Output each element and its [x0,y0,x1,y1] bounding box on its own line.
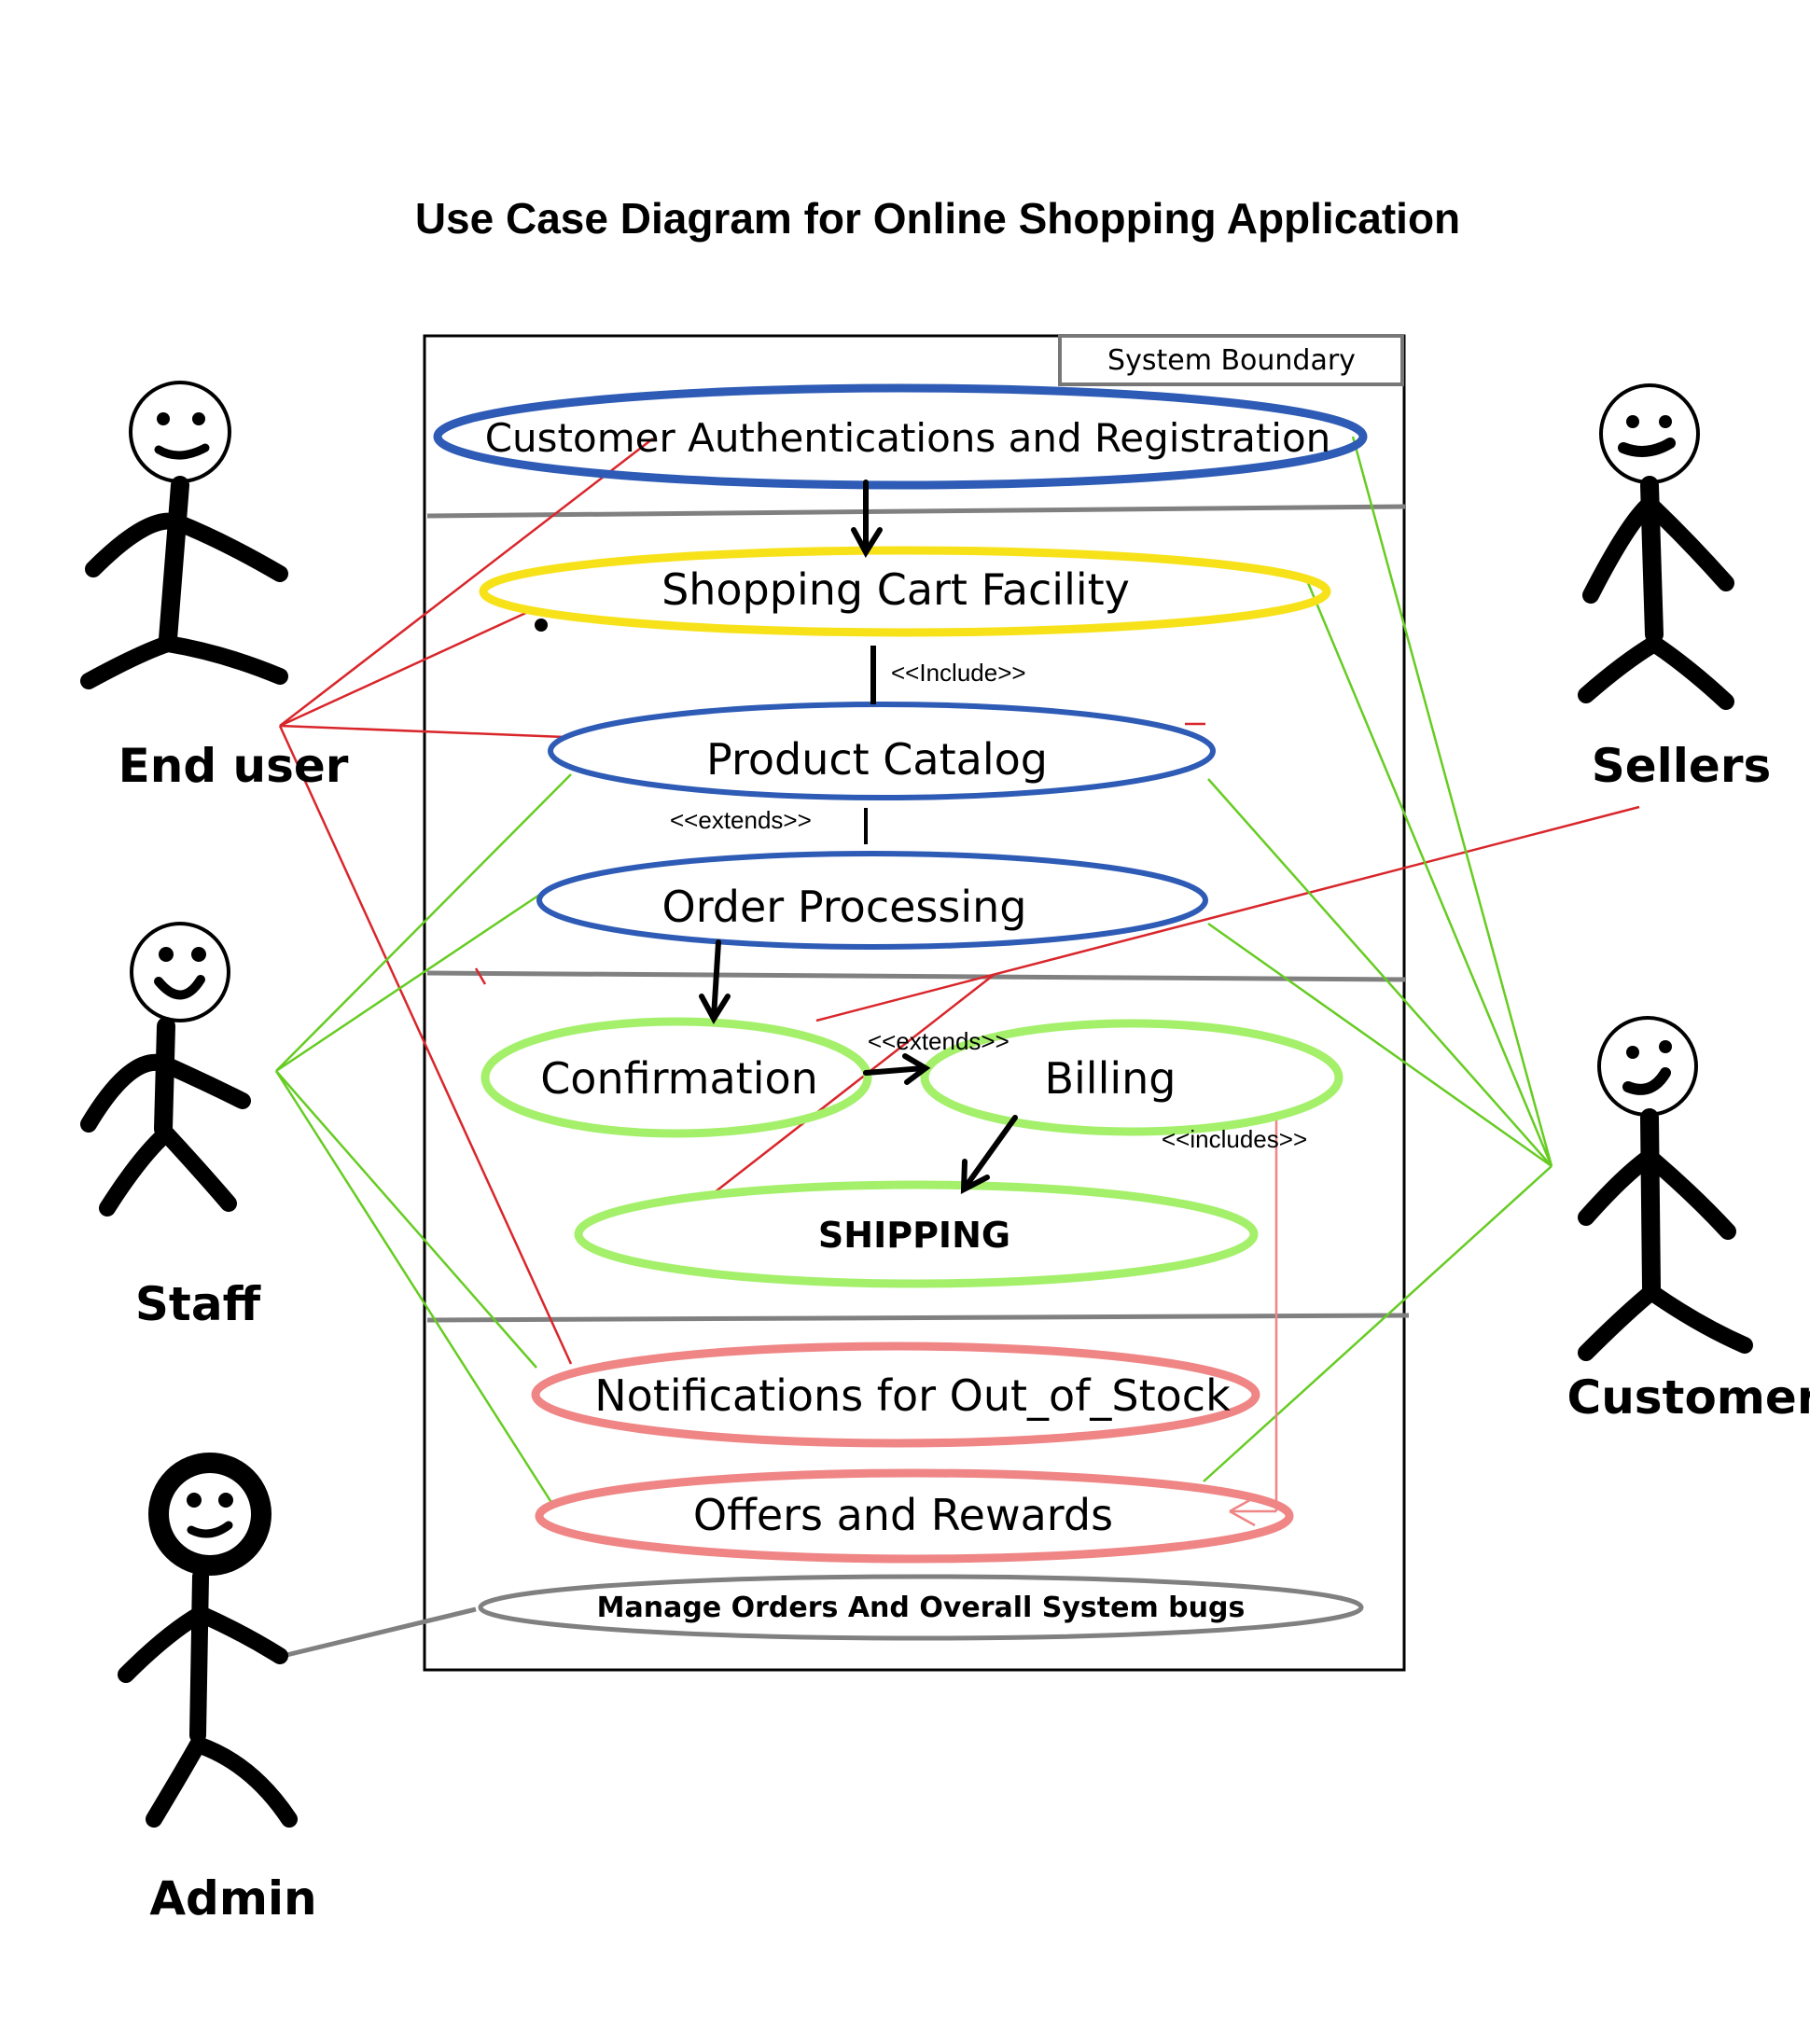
use-case-catalog[interactable]: Product Catalog [548,702,1216,800]
use-case-shipping-label: SHIPPING [818,1215,1010,1256]
auth-to-cart-arrow [851,480,883,558]
customer-associations [1203,436,1553,1482]
order-to-confirmation-arrow [699,939,731,1024]
system-boundary [423,334,1406,1672]
actor-staff-label: Staff [135,1277,261,1331]
actor-sellers[interactable]: Sellers [1578,383,1772,793]
stereotype-extends-catalog: <<extends>> [670,806,812,834]
use-case-order[interactable]: Order Processing [536,851,1208,950]
use-case-offers-label: Offers and Rewards [693,1490,1113,1540]
actor-sellers-label: Sellers [1592,739,1772,793]
system-boundary-label: System Boundary [1107,344,1356,377]
divider-line [426,970,1407,982]
use-case-manage[interactable]: Manage Orders And Overall System bugs [478,1574,1364,1641]
actor-staff[interactable]: Staff [80,922,261,1331]
end-user-associations [278,438,1640,1365]
diagram-title: Use Case Diagram for Online Shopping App… [415,194,1460,243]
admin-association [282,1606,477,1659]
customer-stick-figure-icon [1578,1016,1753,1361]
use-case-billing[interactable]: Billing [920,1019,1344,1136]
stereotype-includes-billing: <<includes>> [1162,1125,1307,1153]
billing-to-shipping-arrow [960,1115,1018,1195]
use-case-notifications[interactable]: Notifications for Out_of_Stock [531,1342,1260,1448]
use-case-catalog-label: Product Catalog [706,734,1048,785]
stereotype-extends-billing: <<extends>> [868,1027,1009,1055]
use-case-offers[interactable]: Offers and Rewards [535,1468,1294,1564]
use-case-cart-label: Shopping Cart Facility [661,564,1130,615]
sellers-stick-figure-icon [1578,383,1734,710]
use-case-billing-label: Billing [1044,1053,1176,1104]
actor-end-user[interactable]: End user [80,381,349,793]
divider-line [426,1313,1410,1323]
staff-stick-figure-icon [80,922,251,1217]
actor-admin[interactable]: Admin [118,1453,317,1926]
confirmation-to-billing-arrow [863,1053,931,1085]
actor-admin-label: Admin [149,1871,316,1926]
divider-line [426,504,1407,519]
use-case-confirmation-label: Confirmation [540,1053,818,1104]
actor-customer[interactable]: Customer [1567,1016,1810,1425]
actor-end-user-label: End user [118,739,349,793]
use-case-manage-label: Manage Orders And Overall System bugs [597,1592,1246,1624]
use-case-shipping[interactable]: SHIPPING [574,1180,1259,1288]
use-case-confirmation[interactable]: Confirmation [480,1017,872,1138]
stereotype-include: <<Include>> [891,659,1026,687]
use-case-cart[interactable]: Shopping Cart Facility [479,546,1331,637]
admin-stick-figure-icon [118,1453,298,1828]
actor-customer-label: Customer [1567,1370,1810,1425]
use-case-auth-label: Customer Authentications and Registratio… [485,415,1331,461]
system-boundary-label-box [1058,334,1404,386]
stray-dot [535,619,548,632]
use-case-auth[interactable]: Customer Authentications and Registratio… [433,383,1368,490]
includes-arrow [1229,1119,1278,1527]
end-user-stick-figure-icon [80,381,288,689]
use-case-order-label: Order Processing [662,882,1027,932]
use-case-notifications-label: Notifications for Out_of_Stock [594,1370,1231,1421]
staff-associations [274,773,572,1505]
